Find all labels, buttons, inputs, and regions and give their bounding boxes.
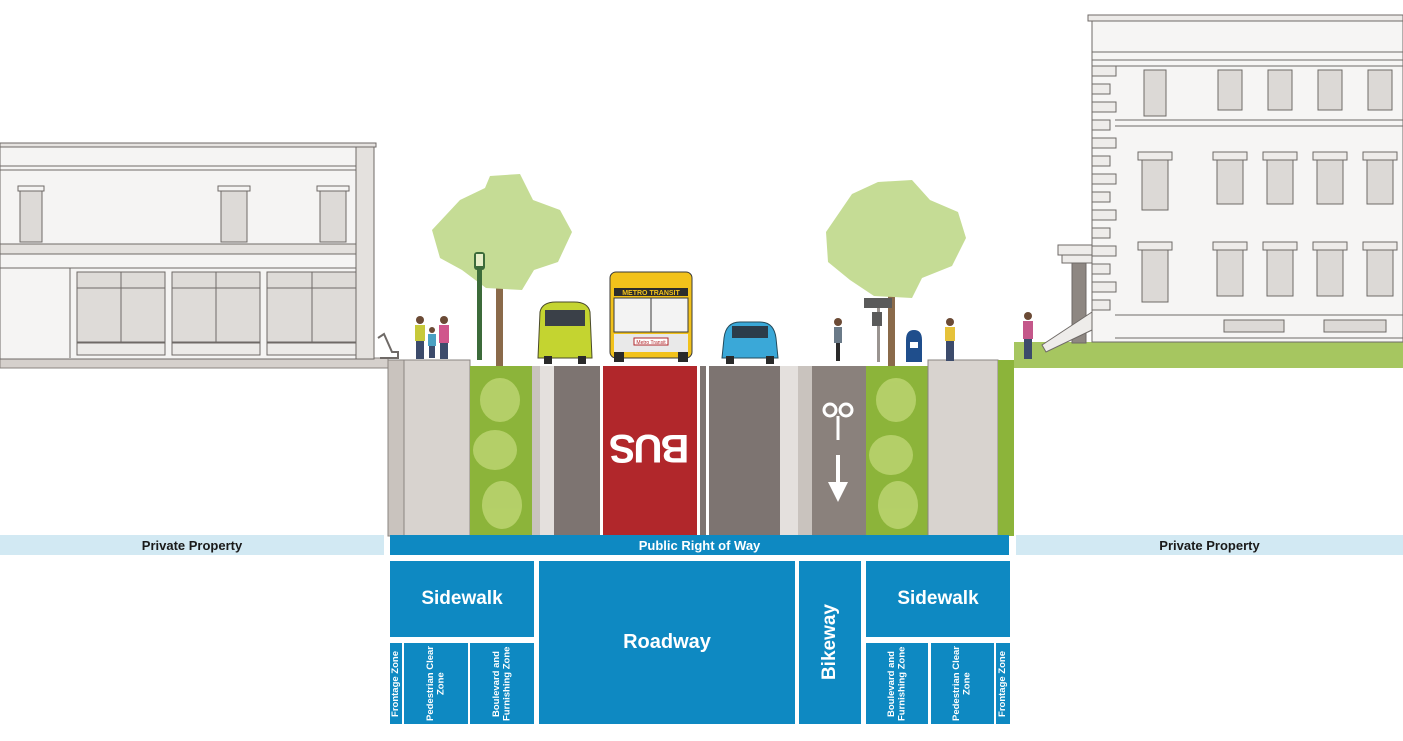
zone-boulevard-right: Boulevard and Furnishing Zone bbox=[866, 643, 928, 724]
mailbox bbox=[906, 330, 922, 362]
travel-lane-right bbox=[709, 366, 780, 536]
zone-ped-clear-left: Pedestrian Clear Zone bbox=[404, 643, 468, 724]
zone-ped-clear-right-label: Pedestrian Clear Zone bbox=[951, 646, 973, 721]
zone-ped-clear-right: Pedestrian Clear Zone bbox=[931, 643, 994, 724]
street-section bbox=[387, 359, 1014, 537]
zone-boulevard-left-label: Boulevard and Furnishing Zone bbox=[490, 646, 512, 721]
street-lamp bbox=[474, 252, 485, 360]
zone-sidewalk-right: Sidewalk bbox=[866, 561, 1010, 637]
bicycle-icon bbox=[822, 402, 854, 440]
private-property-band-left: Private Property bbox=[0, 535, 384, 555]
bus-sign: METRO TRANSIT bbox=[622, 290, 680, 297]
transit-sign bbox=[864, 298, 892, 362]
zone-bikeway-label: Bikeway bbox=[819, 604, 840, 681]
tree-left bbox=[432, 174, 572, 366]
van bbox=[537, 301, 593, 364]
zone-bikeway: Bikeway bbox=[799, 561, 861, 724]
right-building bbox=[1041, 14, 1403, 353]
cyclist bbox=[834, 318, 842, 361]
left-building bbox=[0, 142, 377, 360]
pedestrians-left bbox=[415, 316, 449, 359]
zone-frontage-left: Frontage Zone bbox=[390, 643, 402, 724]
bus-lane bbox=[603, 366, 697, 536]
pedestrians-right bbox=[945, 312, 1033, 361]
bus-plate: Metro Transit bbox=[636, 340, 666, 346]
bus: METRO TRANSIT Metro Transit bbox=[609, 271, 693, 362]
zone-frontage-right: Frontage Zone bbox=[996, 643, 1010, 724]
down-arrow-icon bbox=[828, 455, 848, 502]
right-sidewalk bbox=[927, 359, 999, 537]
bike-lane bbox=[812, 366, 866, 536]
bus-lane-marking: BUS bbox=[610, 426, 690, 470]
public-right-of-way-band: Public Right of Way bbox=[390, 535, 1009, 555]
private-property-band-right: Private Property bbox=[1016, 535, 1403, 555]
zone-ped-clear-left-label: Pedestrian Clear Zone bbox=[424, 646, 446, 721]
zone-roadway: Roadway bbox=[539, 561, 795, 724]
right-ground bbox=[1014, 342, 1403, 368]
zone-sidewalk-left: Sidewalk bbox=[390, 561, 534, 637]
zone-boulevard-left: Boulevard and Furnishing Zone bbox=[470, 643, 534, 724]
bench bbox=[377, 332, 399, 359]
tree-right bbox=[826, 180, 966, 366]
travel-lane-left bbox=[554, 366, 600, 536]
car bbox=[721, 321, 779, 364]
zone-frontage-right-label: Frontage Zone bbox=[996, 650, 1008, 717]
zone-frontage-left-label: Frontage Zone bbox=[389, 650, 401, 717]
zone-boulevard-right-label: Boulevard and Furnishing Zone bbox=[885, 646, 907, 721]
